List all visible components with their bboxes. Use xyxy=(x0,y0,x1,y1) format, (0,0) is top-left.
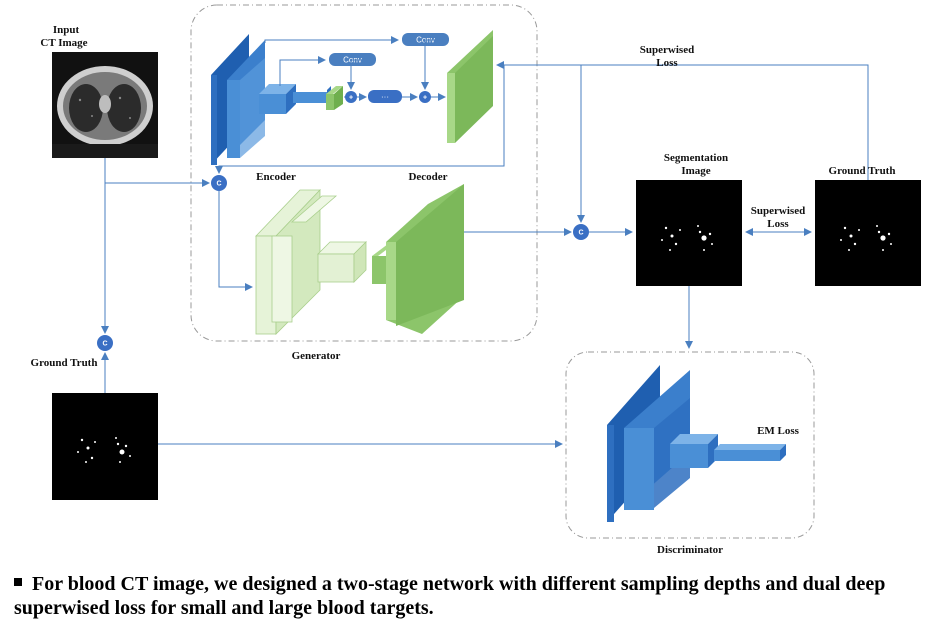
superwised-loss-top-line2: Loss xyxy=(656,57,678,69)
superwised-loss-top-line1: Superwised xyxy=(640,44,694,56)
caption-text: For blood CT image, we designed a two-st… xyxy=(14,573,886,619)
stage1-bottleneck-blocks xyxy=(259,84,343,114)
stage1-decoder-block xyxy=(447,30,493,143)
stage1-encoder-block xyxy=(211,34,265,165)
segmentation-label-line1: Segmentation xyxy=(664,152,728,164)
svg-text:C: C xyxy=(216,181,221,188)
svg-text:+: + xyxy=(349,95,353,102)
input-ct-label-line1: Input xyxy=(53,24,80,36)
caption: For blood CT image, we designed a two-st… xyxy=(14,572,919,620)
ground-truth-right-label: Ground Truth xyxy=(829,165,896,177)
generator-frame xyxy=(190,4,538,342)
ground-truth-left-label: Ground Truth xyxy=(31,357,98,369)
ground-truth-right-image xyxy=(815,180,921,286)
em-loss-label: EM Loss xyxy=(757,425,800,437)
flow-connections xyxy=(101,61,869,448)
superwised-loss-mid-line2: Loss xyxy=(767,218,789,230)
input-ct-image xyxy=(52,52,158,158)
encoder-label: Encoder xyxy=(256,171,296,183)
add-node-2: + xyxy=(419,91,431,103)
concat-node-ground-truth: C xyxy=(97,335,113,351)
stage2-bottleneck-block xyxy=(317,241,367,283)
decoder-label: Decoder xyxy=(408,171,447,183)
input-ct-label-line2: CT Image xyxy=(40,37,87,49)
stage1-connections xyxy=(264,36,449,101)
superwised-loss-mid-line1: Superwised xyxy=(751,205,805,217)
ground-truth-left-image xyxy=(52,393,158,500)
segmentation-label-line2: Image xyxy=(681,165,710,177)
concat-node-generator: C xyxy=(211,175,227,191)
svg-text:···: ··· xyxy=(381,93,389,102)
discriminator-frame xyxy=(565,351,815,539)
stage2-encoder-block xyxy=(255,189,338,335)
add-node-1: + xyxy=(345,91,357,103)
ellipsis-box: ··· xyxy=(368,90,402,103)
discriminator-block xyxy=(607,365,786,522)
svg-text:C: C xyxy=(578,230,583,237)
discriminator-label: Discriminator xyxy=(657,544,723,556)
svg-text:C: C xyxy=(102,341,107,348)
bullet-icon xyxy=(14,578,22,586)
stage2-decoder-block xyxy=(372,184,464,334)
svg-text:+: + xyxy=(423,95,427,102)
concat-node-segmentation: C xyxy=(573,224,589,240)
generator-label: Generator xyxy=(292,350,341,362)
segmentation-image xyxy=(636,180,742,286)
